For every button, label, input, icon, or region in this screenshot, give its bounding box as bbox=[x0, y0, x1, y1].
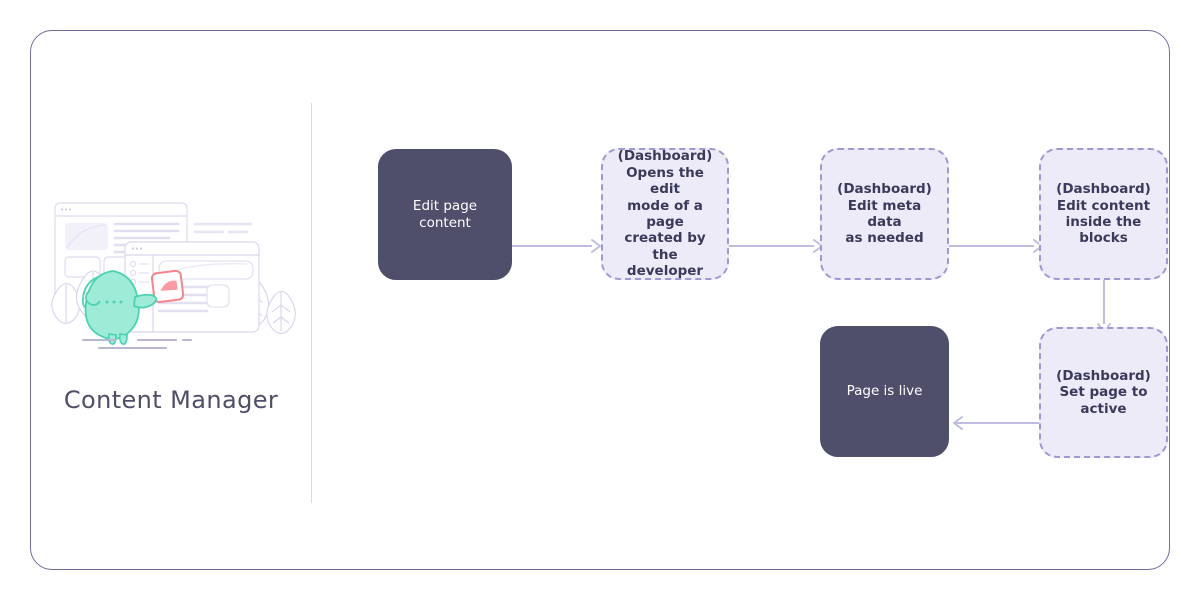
search-field-illustration bbox=[158, 260, 254, 280]
connector-opens-edit-mode-to-edit-meta-data bbox=[729, 236, 824, 256]
flow-node-edit-page-content[interactable]: Edit page content bbox=[378, 149, 512, 280]
mascot-icon bbox=[81, 270, 158, 345]
persona-panel: Content Manager bbox=[31, 31, 311, 571]
window-dots-back bbox=[60, 208, 72, 211]
panel-divider bbox=[311, 103, 312, 503]
pink-card-icon bbox=[150, 269, 185, 304]
connector-set-page-active-to-page-is-live bbox=[946, 413, 1041, 433]
block-placeholder bbox=[206, 284, 230, 308]
thumbnail-back bbox=[65, 223, 108, 250]
flow-node-label: (Dashboard) Opens the edit mode of a pag… bbox=[617, 148, 713, 280]
flow-node-label: Edit page content bbox=[412, 198, 478, 231]
flow-node-label: (Dashboard) Set page to active bbox=[1056, 367, 1151, 417]
flow-node-opens-edit-mode[interactable]: (Dashboard) Opens the edit mode of a pag… bbox=[601, 148, 729, 280]
window-dots-front bbox=[131, 247, 143, 250]
side-lines bbox=[193, 222, 253, 234]
mascot-face-dots bbox=[105, 300, 123, 304]
flow-node-edit-content-blocks[interactable]: (Dashboard) Edit content inside the bloc… bbox=[1039, 148, 1168, 280]
ground-lines bbox=[82, 339, 192, 349]
connector-edit-page-content-to-opens-edit-mode bbox=[512, 236, 602, 256]
flow-node-page-is-live[interactable]: Page is live bbox=[820, 326, 949, 457]
flow-node-label: (Dashboard) Edit meta data as needed bbox=[837, 181, 932, 247]
content-manager-illustration bbox=[41, 191, 301, 361]
flow-diagram: Edit page content (Dashboard) Opens the … bbox=[311, 31, 1169, 569]
diagram-frame: Content Manager bbox=[30, 30, 1170, 570]
connector-edit-content-blocks-to-set-page-active bbox=[1094, 279, 1114, 334]
flow-node-edit-meta-data[interactable]: (Dashboard) Edit meta data as needed bbox=[820, 148, 949, 280]
flow-node-label: Page is live bbox=[846, 383, 923, 400]
connector-edit-meta-data-to-edit-content-blocks bbox=[949, 236, 1044, 256]
flow-node-label: (Dashboard) Edit content inside the bloc… bbox=[1056, 181, 1151, 247]
page-title: Content Manager bbox=[63, 386, 279, 414]
flow-node-set-page-active[interactable]: (Dashboard) Set page to active bbox=[1039, 327, 1168, 458]
